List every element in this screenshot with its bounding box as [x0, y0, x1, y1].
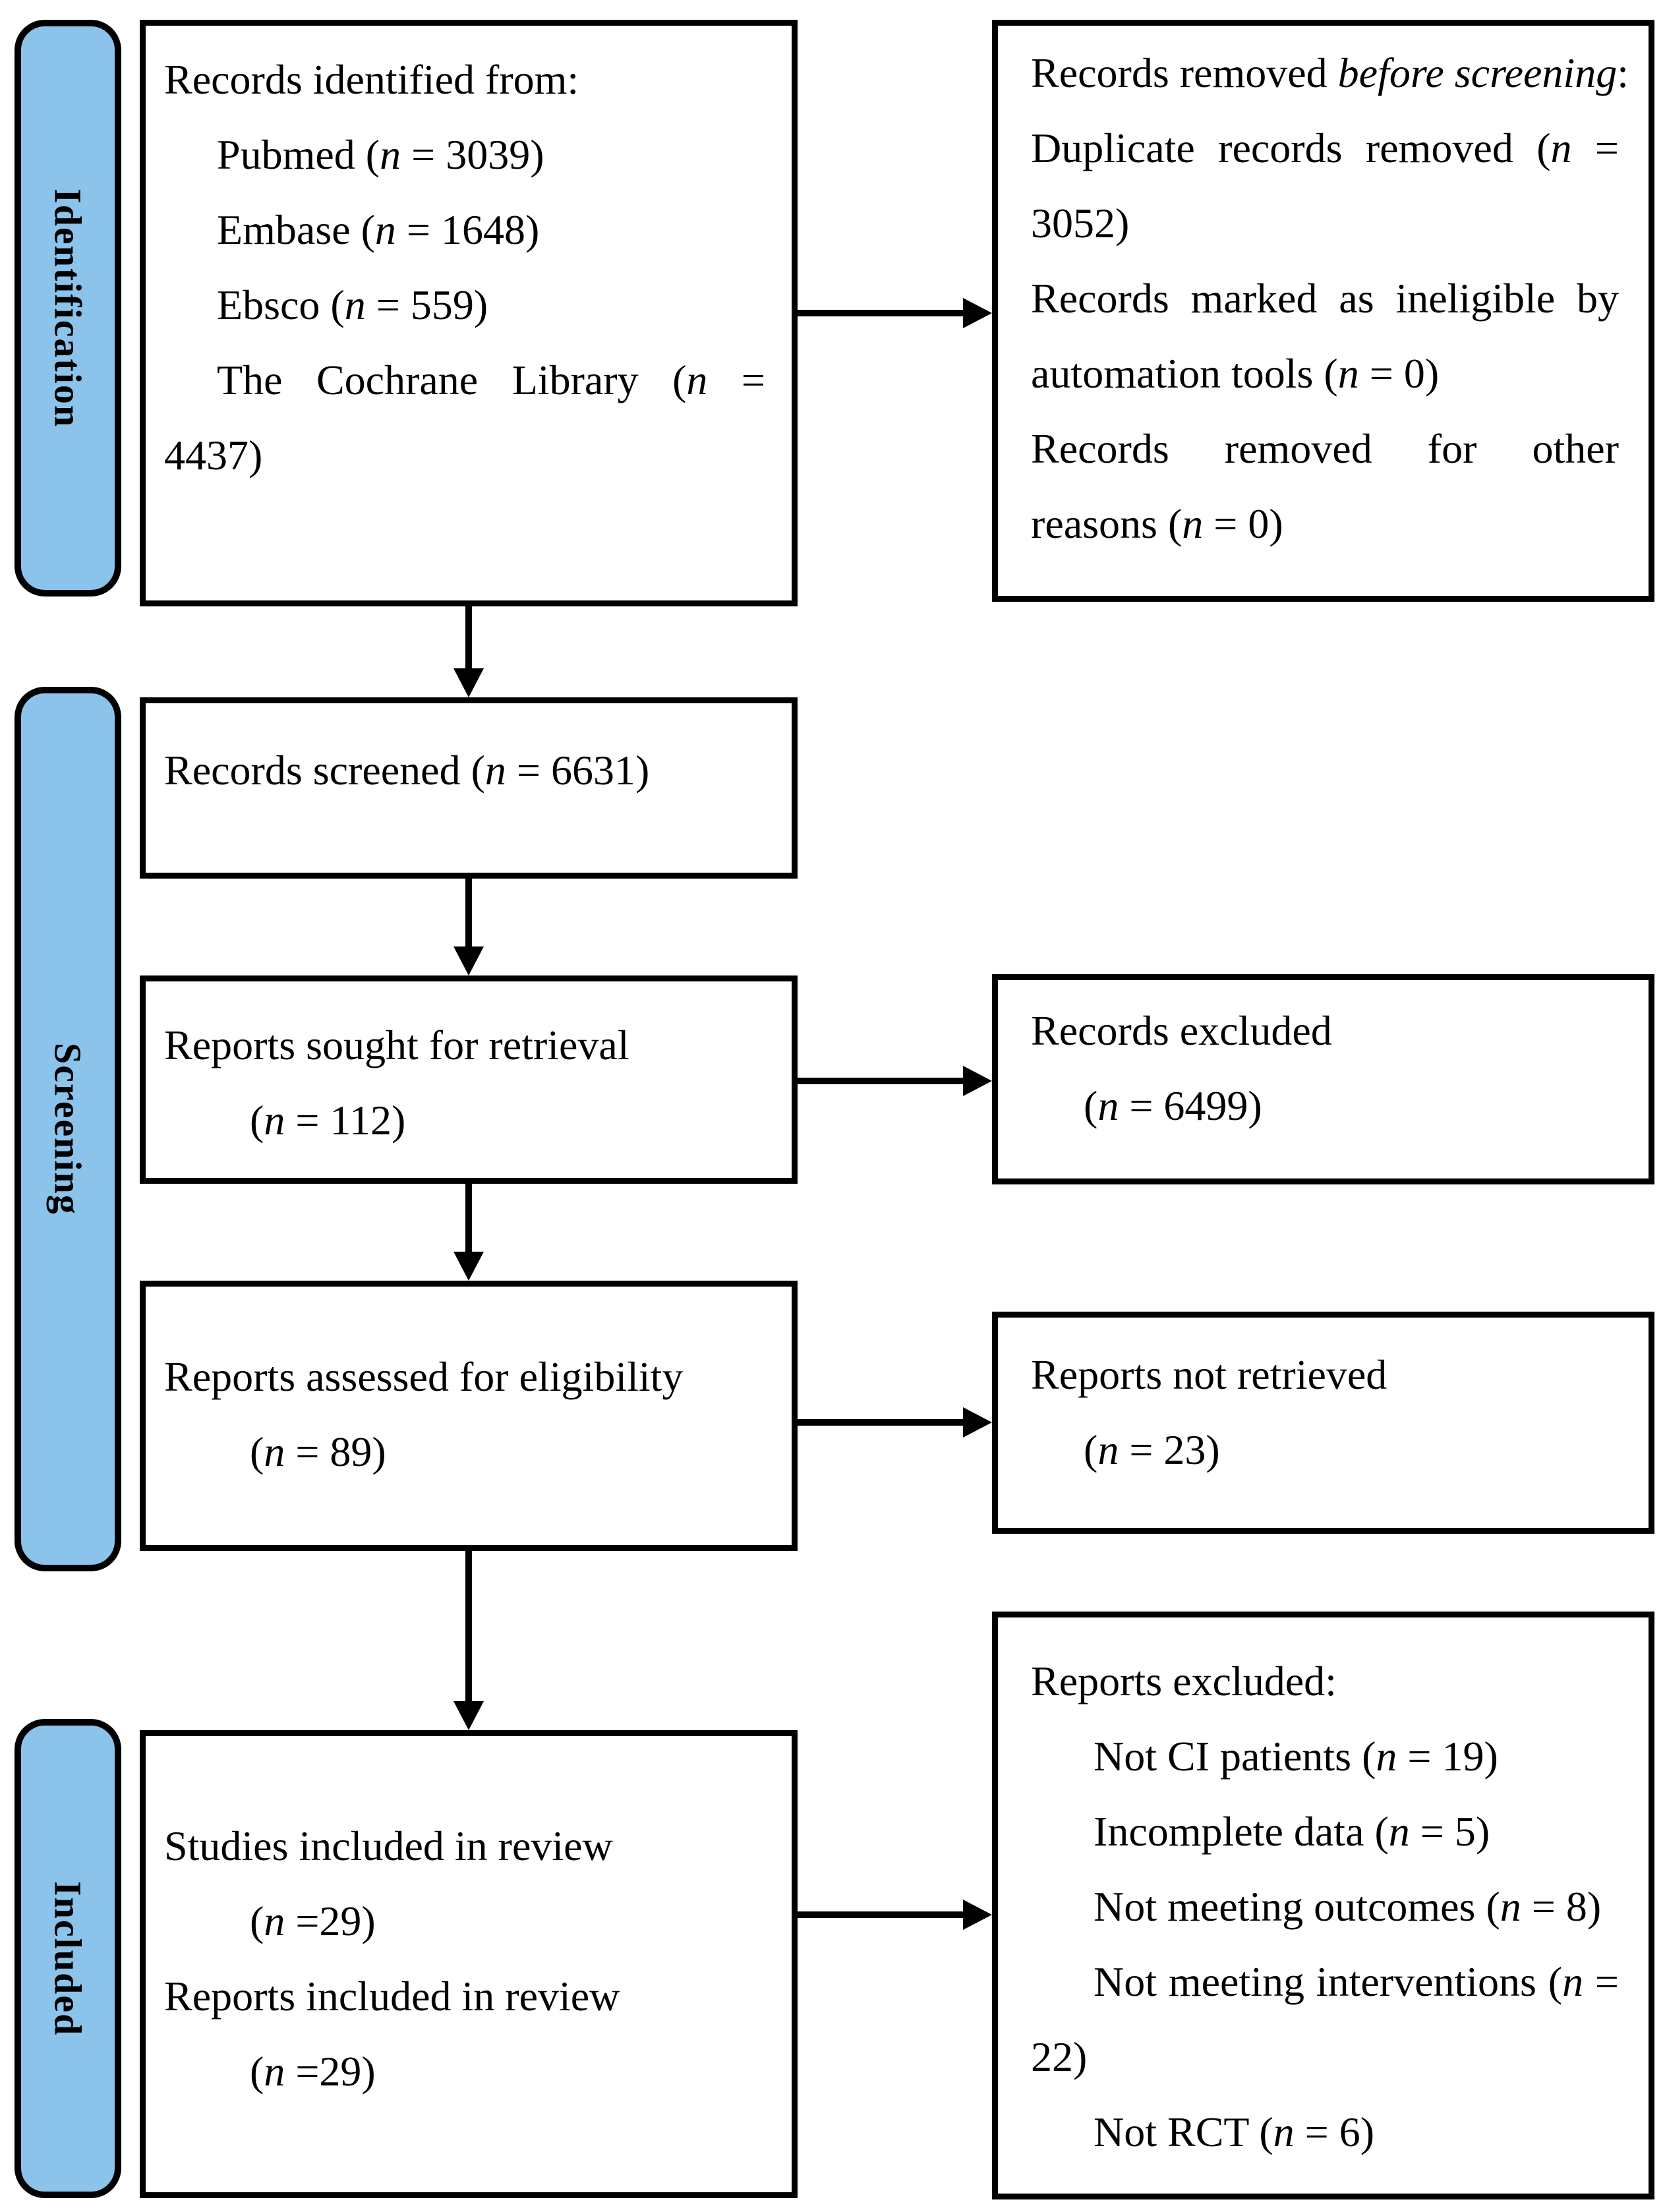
records-identified-title: Records identified from: [164, 56, 579, 103]
arrow-assessed-to-not-retrieved [798, 1419, 965, 1426]
records-screened-line: Records screened (n = 6631) [164, 747, 650, 794]
excluded-incomplete-data: Incomplete data (n = 5) [1094, 1808, 1490, 1855]
box-records-excluded: Records excluded (n = 6499) [992, 974, 1654, 1184]
stage-label-identification: Identification [46, 188, 90, 428]
box-reports-sought: Reports sought for retrieval (n = 112) [140, 975, 798, 1184]
arrow-included-to-reports-excluded [798, 1911, 965, 1918]
records-removed-title-emphasis: before screening [1337, 49, 1618, 96]
arrowhead-sought-to-excluded-icon [963, 1066, 992, 1096]
removed-other: Records removed for other reasons (n = 0… [1031, 425, 1619, 547]
arrowhead-identified-to-removed-icon [963, 298, 992, 328]
stage-label-screening: Screening [46, 1043, 90, 1215]
box-reports-not-retrieved: Reports not retrieved (n = 23) [992, 1312, 1654, 1534]
box-reports-excluded: Reports excluded: Not CI patients (n = 1… [992, 1612, 1654, 2199]
reports-excluded-title: Reports excluded: [1031, 1658, 1337, 1704]
source-embase: Embase (n = 1648) [217, 206, 540, 253]
box-reports-assessed: Reports assessed for eligibility (n = 89… [140, 1281, 798, 1551]
excluded-not-ci: Not CI patients (n = 19) [1094, 1733, 1498, 1780]
arrow-identified-to-screened [465, 606, 472, 670]
removed-automation: Records marked as ineligible by automati… [1031, 275, 1619, 397]
arrowhead-sought-to-assessed-icon [453, 1252, 484, 1281]
removed-duplicates: Duplicate records removed (n = 3052) [1031, 125, 1619, 247]
reports-sought-line: Reports sought for retrieval [164, 1022, 629, 1068]
arrowhead-screened-to-sought-icon [453, 946, 484, 975]
box-records-identified: Records identified from: Pubmed (n = 303… [140, 20, 798, 606]
arrow-identified-to-removed [798, 310, 965, 316]
reports-sought-count: (n = 112) [250, 1097, 406, 1144]
stage-label-included: Included [46, 1880, 90, 2037]
stage-band-identification: Identification [15, 20, 121, 597]
arrow-sought-to-assessed [465, 1184, 472, 1253]
reports-not-retrieved-count: (n = 23) [1084, 1426, 1220, 1473]
arrow-sought-to-excluded [798, 1078, 965, 1084]
reports-not-retrieved-line: Reports not retrieved [1031, 1351, 1388, 1398]
studies-included-line: Studies included in review [164, 1822, 613, 1869]
excluded-not-rct: Not RCT (n = 6) [1094, 2109, 1375, 2155]
reports-assessed-count: (n = 89) [250, 1428, 386, 1475]
records-excluded-line: Records excluded [1031, 1007, 1332, 1054]
arrowhead-included-to-reports-excluded-icon [963, 1900, 992, 1930]
source-cochrane: The Cochrane Library (n = 4437) [164, 357, 766, 479]
source-pubmed: Pubmed (n = 3039) [217, 131, 544, 178]
arrowhead-assessed-to-included-icon [453, 1701, 484, 1730]
records-excluded-count: (n = 6499) [1084, 1082, 1262, 1129]
arrow-screened-to-sought [465, 879, 472, 948]
excluded-not-outcomes: Not meeting outcomes (n = 8) [1094, 1883, 1602, 1930]
arrow-assessed-to-included [465, 1551, 472, 1703]
studies-included-count: (n =29) [250, 1898, 376, 1944]
arrowhead-identified-to-screened-icon [453, 668, 484, 697]
records-removed-title: Records removed before screening: [1031, 49, 1629, 96]
arrowhead-assessed-to-not-retrieved-icon [963, 1407, 992, 1438]
stage-band-included: Included [15, 1719, 121, 2198]
box-studies-included: Studies included in review (n =29) Repor… [140, 1730, 798, 2198]
box-records-screened: Records screened (n = 6631) [140, 697, 798, 879]
source-ebsco: Ebsco (n = 559) [217, 281, 488, 328]
reports-included-line: Reports included in review [164, 1973, 620, 2020]
reports-included-count: (n =29) [250, 2048, 376, 2095]
stage-band-screening: Screening [15, 687, 121, 1571]
box-records-removed: Records removed before screening: Duplic… [992, 20, 1654, 602]
excluded-not-interventions: Not meeting interventions (n = 22) [1031, 1958, 1620, 2080]
reports-assessed-line: Reports assessed for eligibility [164, 1353, 684, 1400]
